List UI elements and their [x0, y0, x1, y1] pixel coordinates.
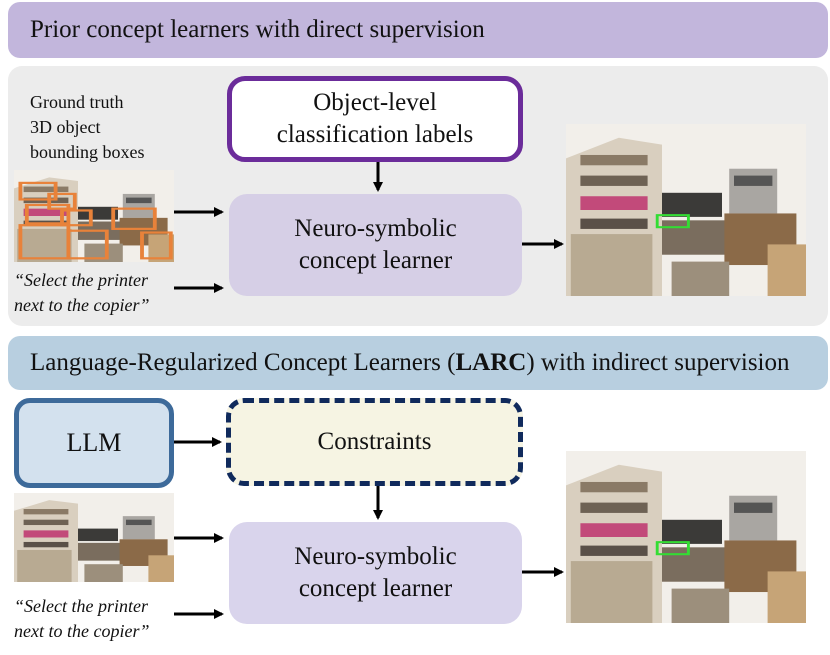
ground-truth-label: Ground truth 3D object bounding boxes — [30, 92, 145, 162]
llm-box: LLM — [14, 398, 174, 488]
bottom-section-banner: Language-Regularized Concept Learners (L… — [8, 336, 828, 390]
scene-image-result-bottom — [566, 451, 806, 623]
top-section-banner: Prior concept learners with direct super… — [8, 2, 828, 58]
scene-image-input-bottom — [14, 493, 174, 582]
neuro-symbolic-learner-bottom: Neuro-symbolic concept learner — [229, 522, 522, 624]
ground-truth-bounding-boxes — [18, 181, 173, 260]
selected-object-box-top — [655, 214, 690, 229]
scene-image-result-top — [566, 124, 806, 296]
object-level-labels-box: Object-level classification labels — [227, 76, 523, 162]
selected-object-box-bottom — [655, 541, 690, 556]
query-text-bottom: “Select the printer next to the copier” — [14, 596, 150, 641]
query-text-top: “Select the printer next to the copier” — [14, 270, 150, 315]
bottom-section-title: Language-Regularized Concept Learners (L… — [30, 349, 790, 376]
constraints-box: Constraints — [226, 398, 523, 486]
neuro-symbolic-learner-top: Neuro-symbolic concept learner — [229, 194, 522, 296]
top-section-title: Prior concept learners with direct super… — [30, 16, 485, 43]
scene-image-ground-truth — [14, 170, 174, 262]
